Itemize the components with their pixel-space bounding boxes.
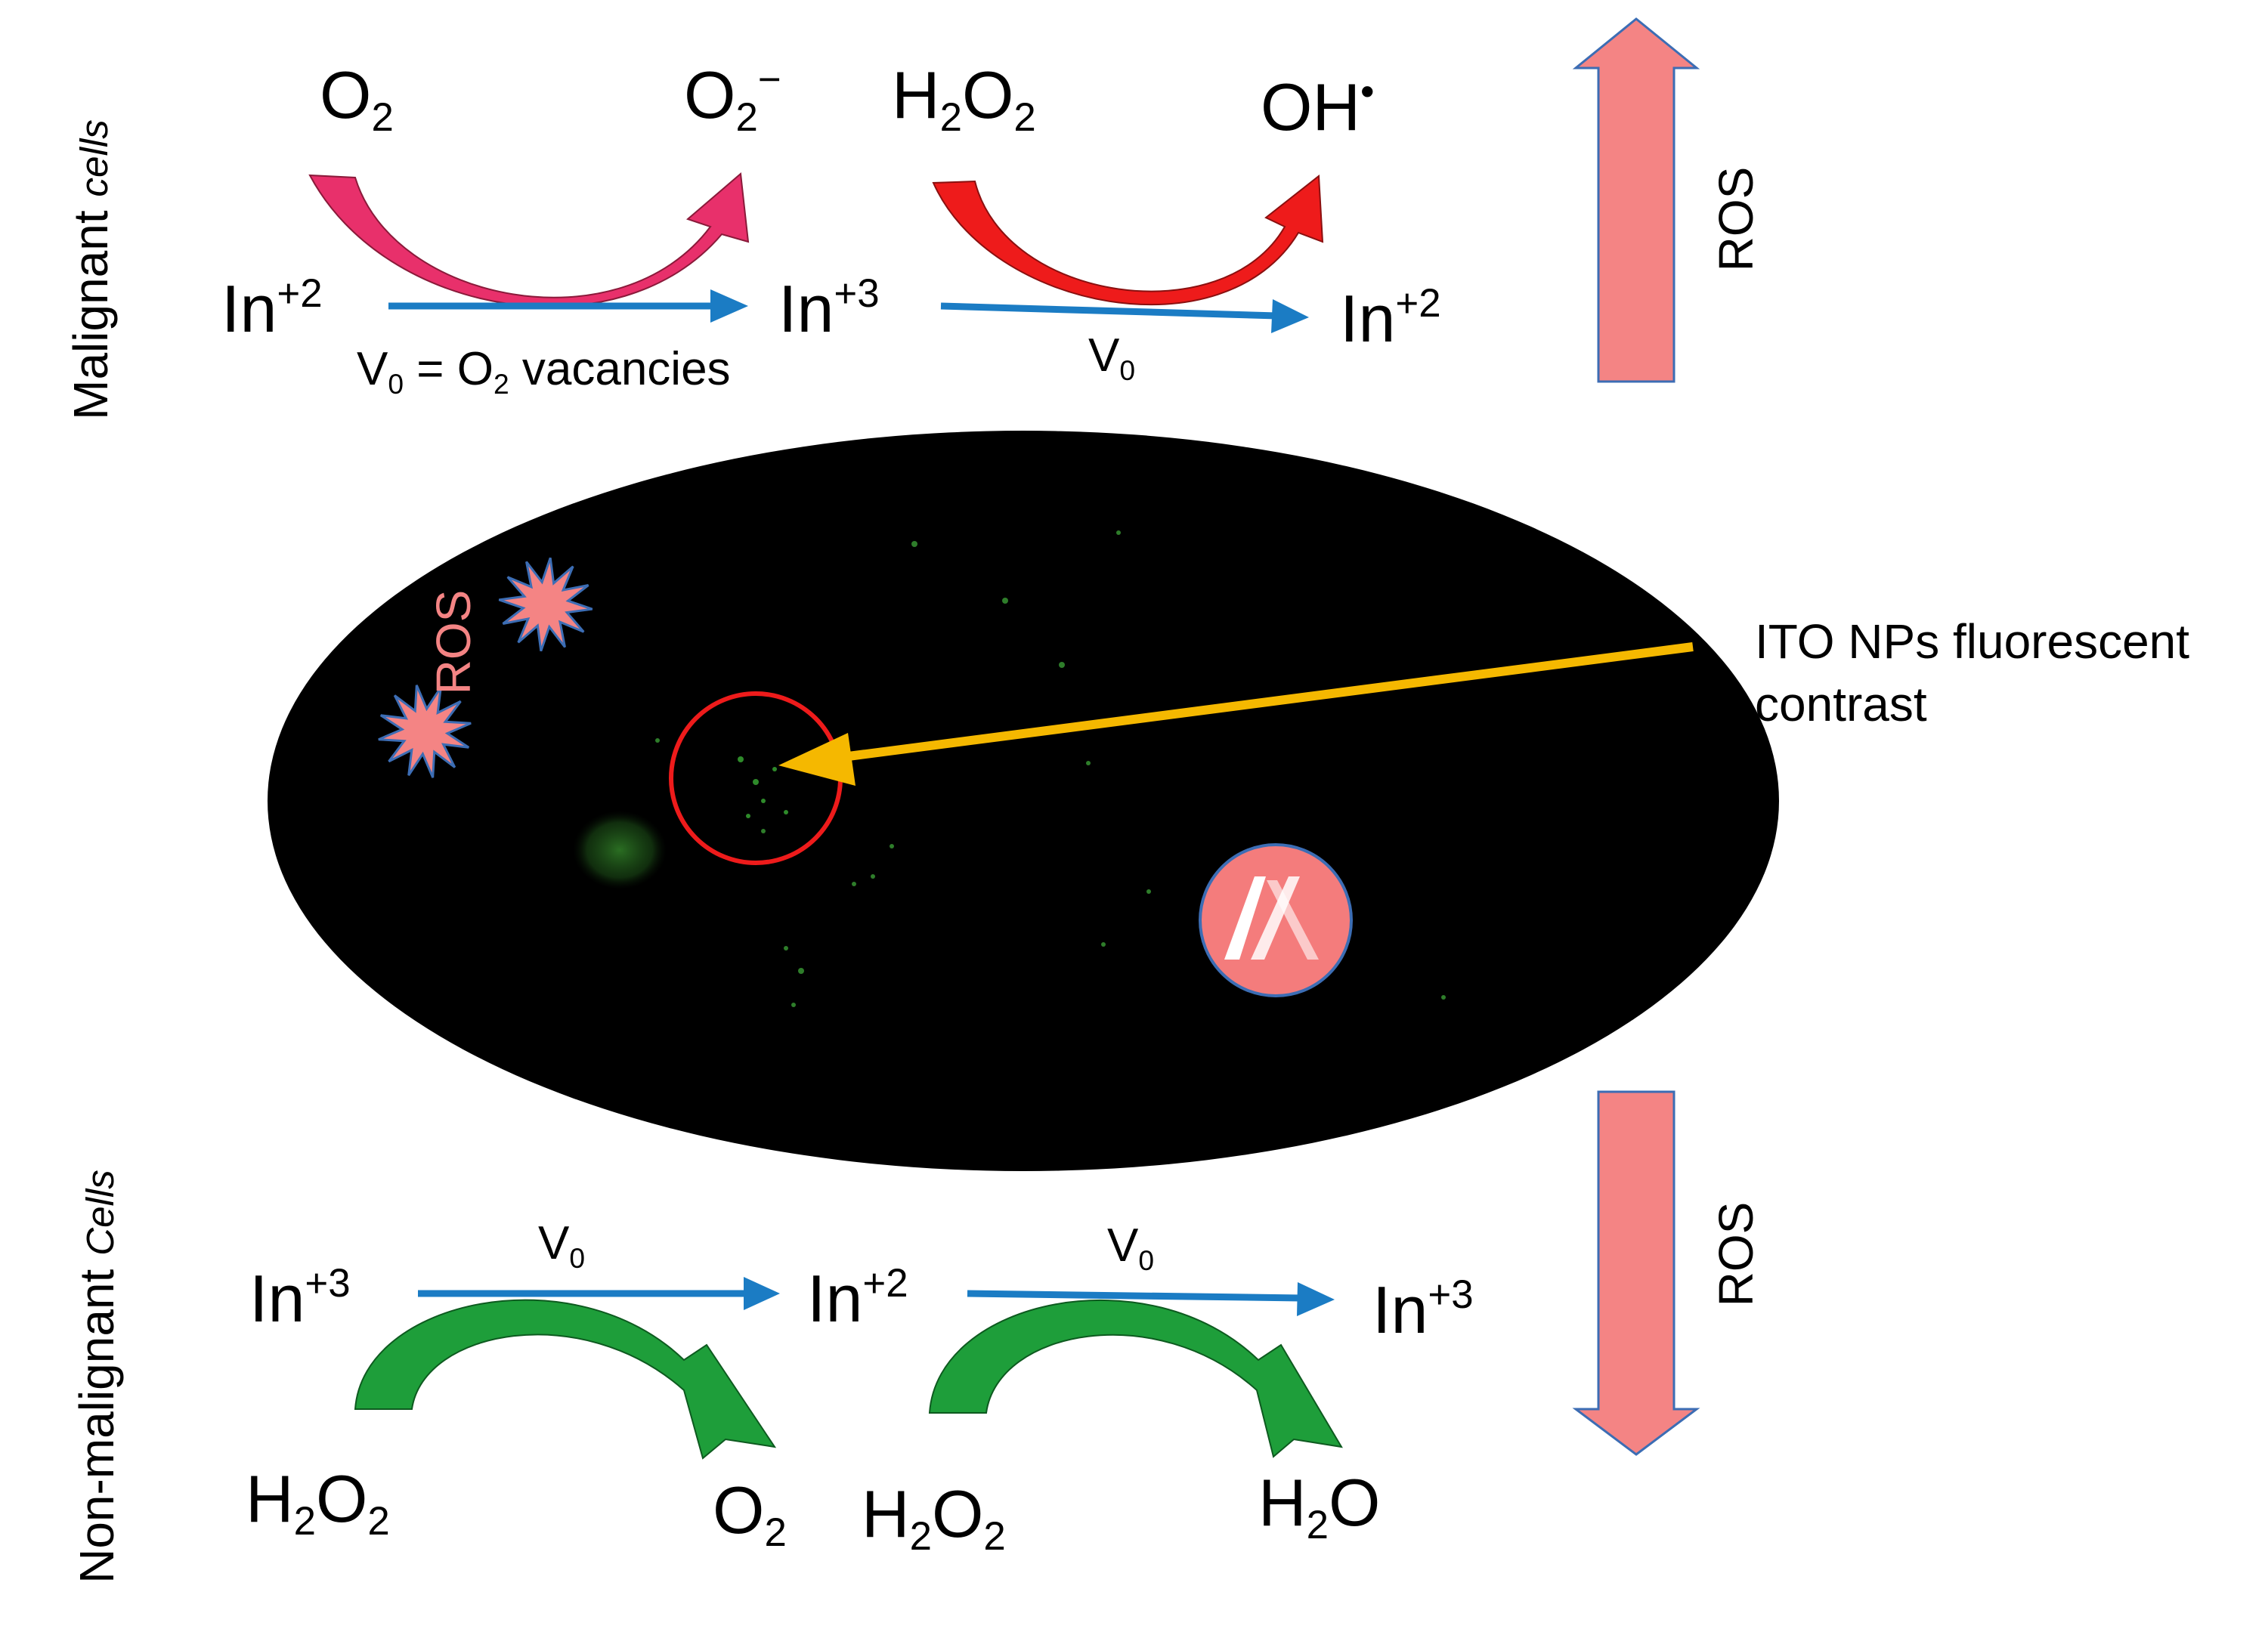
pointer-arrow [778, 642, 1694, 786]
formula-hydroxyl-radical: OH• [1261, 70, 1375, 144]
indium-state-lower-3: In+3 [1372, 1272, 1474, 1347]
indium-state-3: In+2 [1340, 281, 1441, 356]
ito-nps-caption: ITO NPs fluorescent contrast [1755, 614, 2190, 732]
formula-h2o-bottom: H2O [1258, 1465, 1381, 1547]
curved-arrow-h2o2-to-h2o [928, 1299, 1343, 1458]
blue-arrow-in3-to-in2 [940, 299, 1309, 333]
vacancy-definition: V0 = O2 vacancies [357, 343, 731, 400]
fluorescent-cell-blob [573, 811, 667, 889]
ros-label-top: ROS [1709, 166, 1763, 272]
ros-starburst-icon [378, 685, 472, 778]
curved-arrow-hydroxyl [932, 175, 1324, 306]
curved-arrow-superoxide [308, 172, 750, 308]
blue-arrow-in3-to-in2-lower [418, 1277, 780, 1310]
ros-decrease-arrow [1572, 1090, 1700, 1456]
indium-state-2: In+3 [778, 271, 880, 346]
formula-o2-bottom: O2 [713, 1473, 787, 1555]
formula-h2o2-top: H2O2 [892, 57, 1036, 140]
indium-state-lower-2: In+2 [807, 1261, 908, 1336]
cell-image-ellipse [268, 431, 1779, 1171]
formula-superoxide: O2− [684, 57, 781, 140]
v0-label-bottom-right: V0 [1107, 1219, 1155, 1276]
malignant-cells-label: Malignant cells [63, 119, 118, 420]
formula-h2o2-bottom-left: H2O2 [246, 1461, 390, 1544]
formula-h2o2-bottom-right: H2O2 [862, 1476, 1006, 1559]
ros-label-bottom: ROS [1709, 1201, 1763, 1307]
indium-state-lower-1: In+3 [249, 1261, 351, 1336]
circle-specks [738, 756, 788, 818]
formula-o2-top: O2 [320, 57, 394, 140]
curved-arrow-h2o2-to-o2 [354, 1299, 777, 1460]
publisher-logo-icon [1199, 843, 1353, 997]
indium-state-1: In+2 [221, 271, 323, 346]
ros-label-inside: ROS [426, 589, 481, 695]
ros-increase-arrow [1572, 17, 1700, 383]
non-malignant-cells-label: Non-malignant Cells [70, 1170, 124, 1584]
v0-label-top: V0 [1088, 329, 1136, 386]
v0-label-bottom-left: V0 [538, 1217, 586, 1274]
blue-arrow-in2-to-in3-lower [967, 1282, 1335, 1316]
ros-starburst-icon [498, 557, 593, 652]
blue-arrow-in2-to-in3 [388, 289, 748, 323]
